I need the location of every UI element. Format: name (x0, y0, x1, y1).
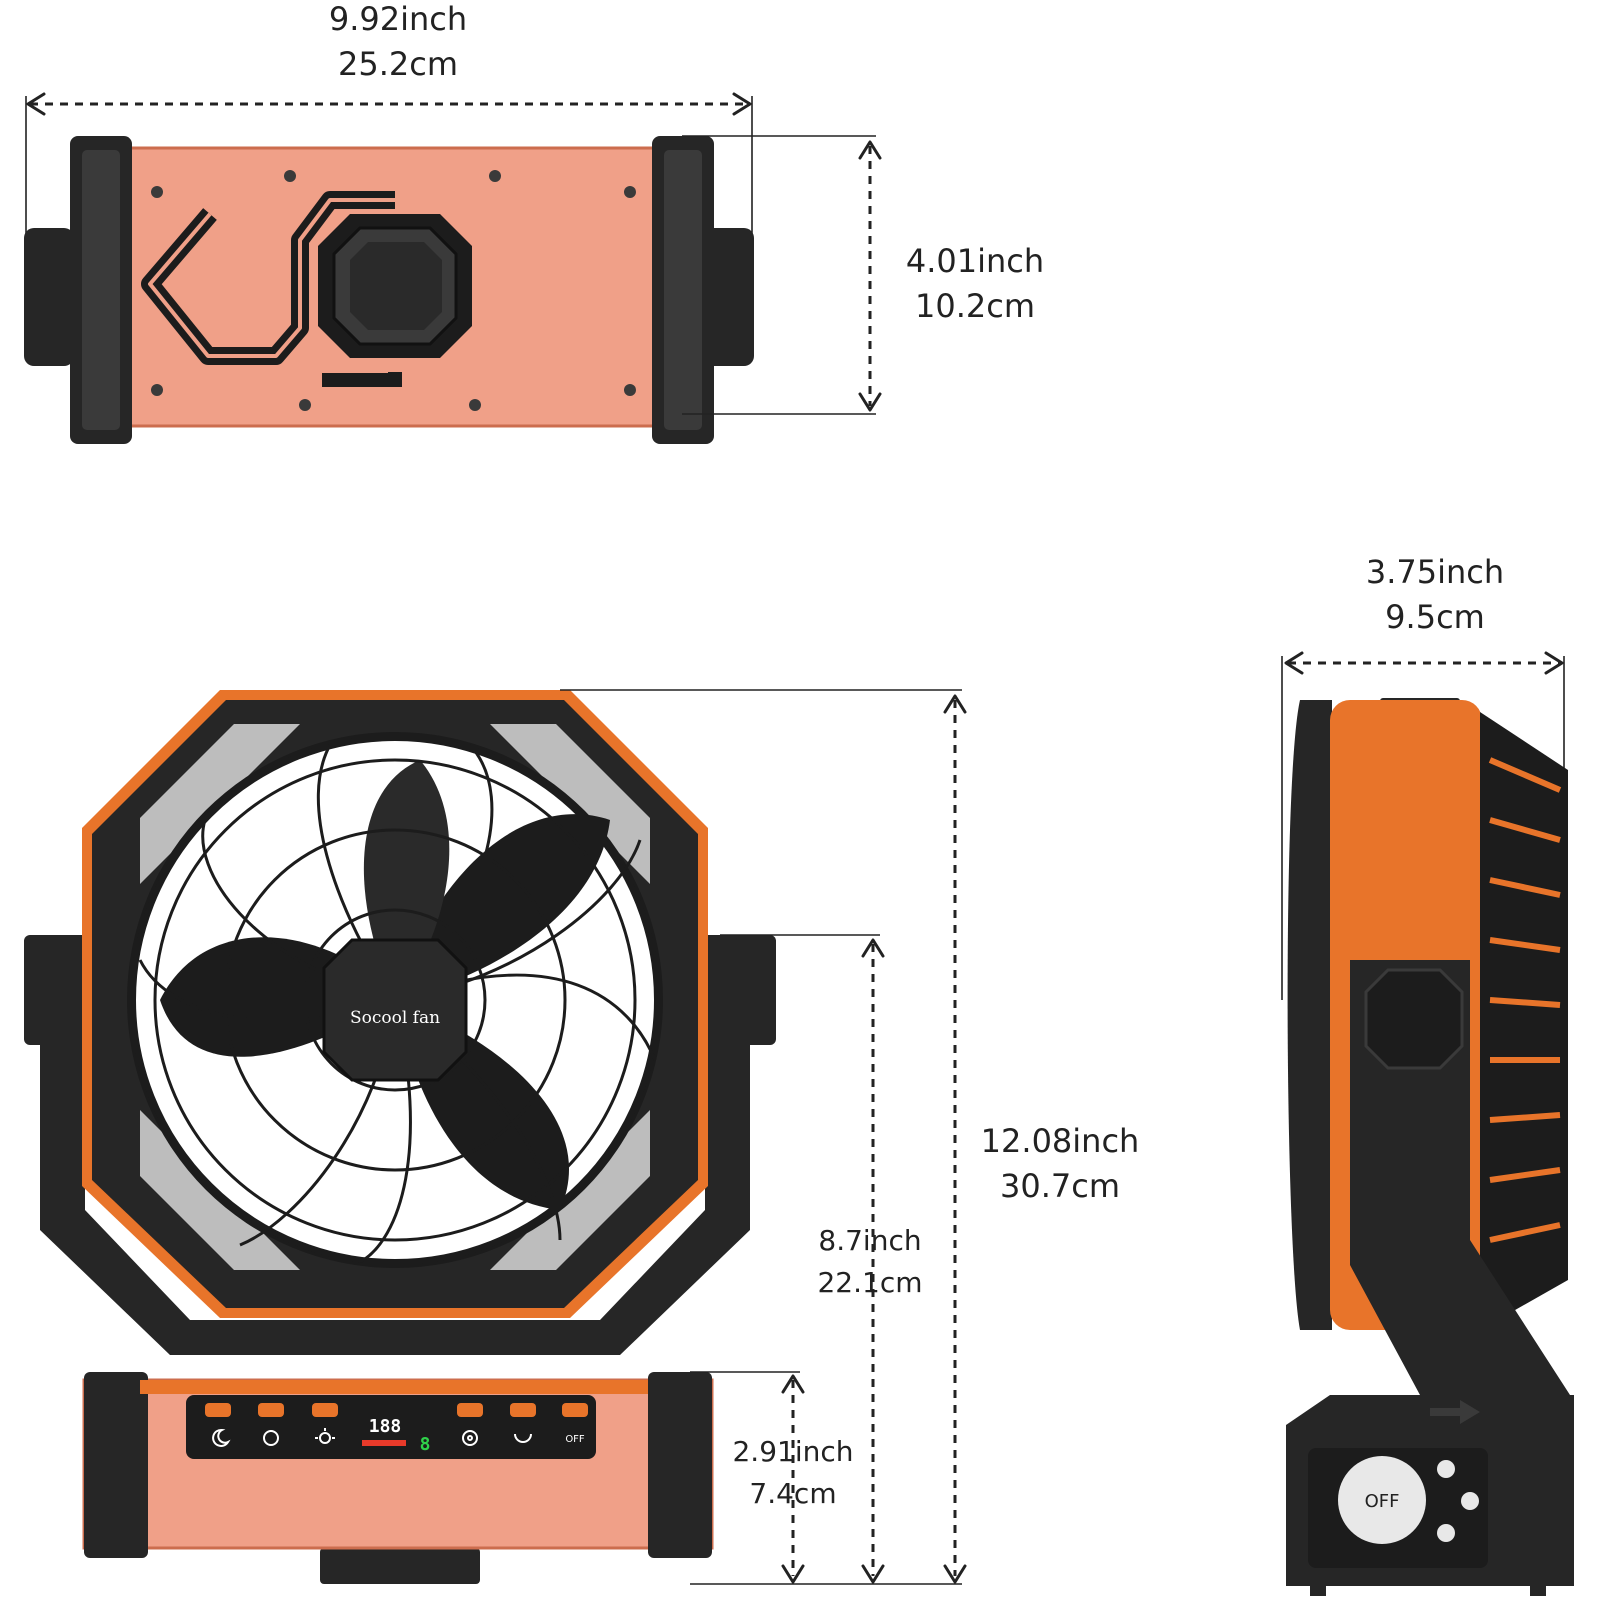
base-height-cm: 7.4cm (749, 1477, 836, 1510)
oscillate-button[interactable] (510, 1403, 536, 1417)
fan-hub (322, 938, 468, 1082)
brand-label: Socool fan (350, 1008, 440, 1028)
stand-height-dimension: 8.7inch 22.1cm (720, 934, 923, 1584)
timer-icon (263, 1430, 279, 1446)
moon-icon (212, 1428, 231, 1447)
control-panel (186, 1395, 596, 1459)
total-height-cm: 30.7cm (1000, 1167, 1120, 1205)
power-off-button[interactable] (562, 1403, 588, 1417)
fan-head: Socool fan (82, 690, 708, 1318)
stand-height-cm: 22.1cm (817, 1266, 922, 1299)
side-view: 3.75inch 9.5cm (1281, 553, 1574, 1596)
fan-speed-icon (462, 1430, 478, 1446)
side-remote: OFF (1338, 1456, 1479, 1544)
oscillate-icon (514, 1433, 532, 1443)
display-sub: 8 (420, 1434, 431, 1455)
top-view: 9.92inch 25.2cm (24, 0, 1044, 444)
moon-button[interactable] (205, 1403, 231, 1417)
timer-button[interactable] (258, 1403, 284, 1417)
side-depth-inch: 3.75inch (1366, 553, 1504, 591)
screw-icons (151, 170, 636, 411)
side-head-front (1287, 700, 1332, 1330)
panel-buttons (205, 1403, 588, 1417)
top-body (24, 136, 754, 444)
fan-speed-button[interactable] (457, 1403, 483, 1417)
base-height-inch: 2.91inch (732, 1435, 853, 1468)
light-icon (315, 1428, 335, 1444)
top-depth-dimension: 4.01inch 10.2cm (682, 135, 1044, 415)
top-depth-inch: 4.01inch (906, 242, 1044, 280)
side-rear-grille-icon (1480, 712, 1568, 1330)
top-width-cm: 25.2cm (338, 45, 458, 83)
top-depth-cm: 10.2cm (915, 287, 1035, 325)
led-display: 188 8 (362, 1416, 430, 1455)
fan-base: OFF 188 8 (82, 1372, 714, 1584)
remote-button-top[interactable] (1437, 1460, 1455, 1478)
embossed-pattern-icon (141, 191, 472, 387)
panel-icons (212, 1428, 532, 1447)
side-depth-dimension: 3.75inch 9.5cm (1281, 553, 1565, 1000)
top-width-dimension: 9.92inch 25.2cm (25, 0, 753, 250)
remote-off-label: OFF (1365, 1491, 1400, 1512)
side-depth-cm: 9.5cm (1385, 598, 1485, 636)
stand-height-inch: 8.7inch (818, 1224, 921, 1257)
total-height-inch: 12.08inch (981, 1122, 1140, 1160)
off-label: OFF (565, 1434, 585, 1445)
total-height-dimension: 12.08inch 30.7cm (560, 689, 1140, 1585)
side-knob-icon (1364, 968, 1464, 1070)
remote-button-bottom[interactable] (1437, 1524, 1455, 1542)
top-width-inch: 9.92inch (329, 0, 467, 38)
base-height-dimension: 2.91inch 7.4cm (690, 1371, 854, 1584)
display-digits: 188 (369, 1416, 402, 1437)
front-view: Socool fan (24, 689, 1140, 1585)
remote-button-mid[interactable] (1461, 1492, 1479, 1510)
light-button[interactable] (312, 1403, 338, 1417)
